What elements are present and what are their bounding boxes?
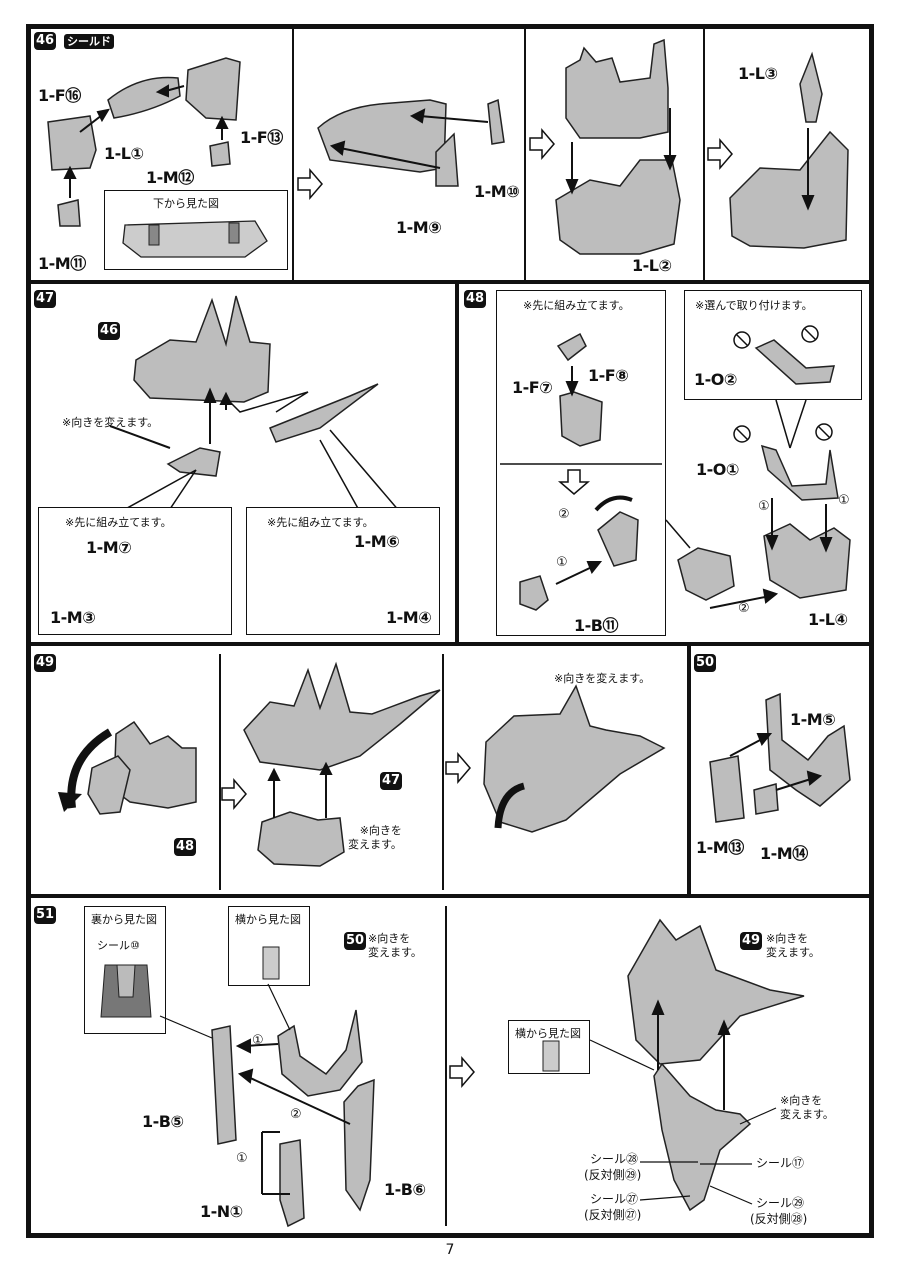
sub-title: ※選んで取り付けます。	[695, 299, 813, 312]
inset-title: 裏から見た図	[91, 913, 157, 926]
sub-title: ※先に組み立てます。	[523, 299, 630, 312]
turn-note: ※向きを変えます。	[554, 672, 651, 685]
step-46-number: 46	[34, 32, 56, 50]
part-label: 1-O①	[696, 460, 739, 479]
order-mark: ②	[558, 507, 570, 522]
divider	[703, 27, 705, 282]
sub-title: ※先に組み立てます。	[65, 516, 172, 529]
bottom-view-inset: 下から見た図	[104, 190, 288, 270]
page-number: 7	[445, 1242, 455, 1258]
part-label: 1-F⑬	[240, 128, 283, 147]
seal-label: シール㉙	[756, 1196, 805, 1210]
divider	[219, 654, 221, 890]
inset-illustration	[262, 946, 280, 980]
order-mark: ①	[556, 555, 568, 570]
part-label: 1-M④	[386, 608, 432, 627]
order-mark: ②	[290, 1107, 302, 1122]
order-mark: ②	[738, 601, 750, 616]
order-mark: ①	[252, 1033, 264, 1048]
seal-label: シール⑩	[97, 939, 140, 952]
part-label: 1-M⑨	[396, 218, 442, 237]
divider	[445, 906, 447, 1226]
divider	[442, 654, 444, 890]
inset-title: 横から見た図	[515, 1027, 581, 1040]
subassembly-right: ※先に組み立てます。	[246, 507, 440, 635]
part-label: 1-M③	[50, 608, 96, 627]
step-50-number: 50	[694, 654, 716, 672]
order-mark: ①	[236, 1151, 248, 1166]
part-label: 1-L④	[808, 610, 848, 629]
part-label: 1-L②	[632, 256, 672, 275]
seal-sub-label: (反対側㉗)	[584, 1208, 642, 1222]
turn-note: ※向きを 変えます。	[368, 932, 422, 959]
inset-title: 下から見た図	[153, 197, 219, 210]
order-mark: ①	[758, 499, 770, 514]
inset-title: 横から見た図	[235, 913, 301, 926]
turn-note: ※向きを 変えます。	[780, 1094, 834, 1121]
part-label: 1-M⑬	[696, 838, 744, 857]
divider	[524, 27, 526, 282]
part-label: 1-O②	[694, 370, 737, 389]
step-ref-46: 46	[98, 322, 120, 340]
part-label: 1-M⑤	[790, 710, 836, 729]
part-label: 1-F⑧	[588, 366, 629, 385]
inset-illustration	[122, 220, 268, 258]
part-label: 1-L③	[738, 64, 778, 83]
back-view-inset: 裏から見た図 シール⑩	[84, 906, 166, 1034]
step-47-number: 47	[34, 290, 56, 308]
seal-sub-label: (反対側㉘)	[750, 1212, 808, 1226]
page-frame	[26, 24, 874, 1238]
inset-illustration	[100, 964, 152, 1018]
part-label: 1-B⑪	[574, 616, 618, 635]
part-label: 1-M⑫	[146, 168, 194, 187]
part-label: 1-F⑯	[38, 86, 81, 105]
part-label: 1-M⑪	[38, 254, 86, 273]
side-view-inset: 横から見た図	[508, 1020, 590, 1074]
seal-sub-label: (反対側㉙)	[584, 1168, 642, 1182]
part-label: 1-M⑦	[86, 538, 132, 557]
divider	[292, 27, 294, 282]
part-label: 1-L①	[104, 144, 144, 163]
turn-note: ※向きを 変えます。	[348, 824, 402, 851]
seal-label: シール⑰	[756, 1156, 805, 1170]
part-label: 1-M⑩	[474, 182, 520, 201]
step-ref-50: 50	[344, 932, 366, 950]
step-ref-47: 47	[380, 772, 402, 790]
step-ref-49: 49	[740, 932, 762, 950]
step-49-number: 49	[34, 654, 56, 672]
turn-note: ※向きを 変えます。	[766, 932, 820, 959]
sub-title: ※先に組み立てます。	[267, 516, 374, 529]
turn-note: ※向きを変えます。	[62, 416, 159, 429]
order-mark: ①	[838, 493, 850, 508]
subassembly-left: ※先に組み立てます。	[38, 507, 232, 635]
part-label: 1-M⑥	[354, 532, 400, 551]
step-51-number: 51	[34, 906, 56, 924]
inset-illustration	[542, 1040, 560, 1072]
part-label: 1-M⑭	[760, 844, 808, 863]
step-46-tag: シールド	[64, 34, 114, 49]
part-label: 1-N①	[200, 1202, 243, 1221]
part-label: 1-B⑥	[384, 1180, 426, 1199]
part-label: 1-B⑤	[142, 1112, 184, 1131]
seal-label: シール㉘	[590, 1152, 639, 1166]
step-ref-48: 48	[174, 838, 196, 856]
part-label: 1-F⑦	[512, 378, 553, 397]
seal-label: シール㉗	[590, 1192, 639, 1206]
side-view-inset: 横から見た図	[228, 906, 310, 986]
step-48-number: 48	[464, 290, 486, 308]
